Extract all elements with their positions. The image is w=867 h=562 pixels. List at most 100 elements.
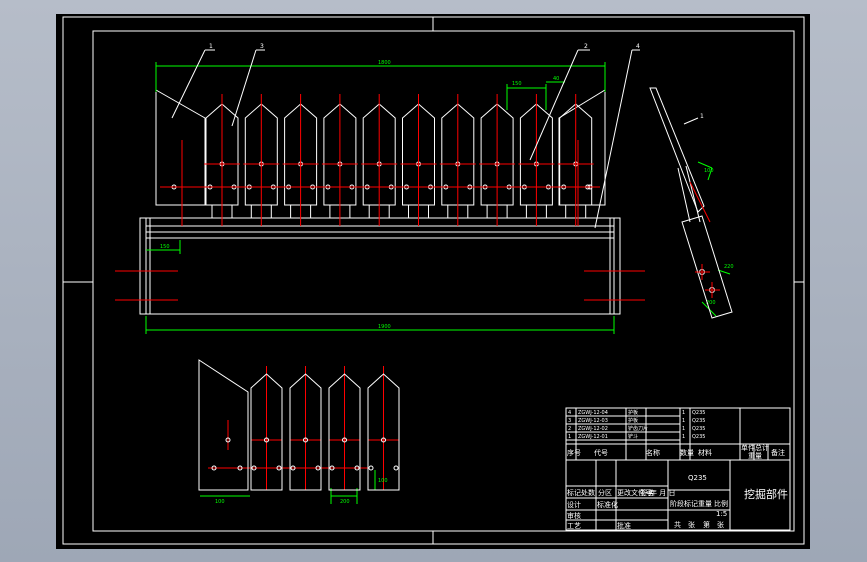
balloon-labels: 1 2 3 4 1 <box>209 43 704 120</box>
parts-row-code: ZGWJ-12-02 <box>578 426 608 432</box>
detail-bolt-hole <box>276 465 282 471</box>
parts-row-qty: 1 <box>682 418 685 424</box>
parts-row-no: 4 <box>568 410 571 416</box>
tooth <box>205 103 239 206</box>
drawing-frame <box>62 16 805 545</box>
header-unit-weight: 单件 <box>741 443 755 452</box>
balloon-2: 2 <box>584 43 588 50</box>
tooth <box>402 103 435 206</box>
sheet-index: 第 <box>703 520 710 529</box>
balloon-1: 1 <box>209 43 213 50</box>
teeth-row <box>171 103 593 219</box>
header-weight: 重量 <box>748 452 762 460</box>
parts-row-material: Q235 <box>692 418 705 424</box>
detail-bolt-hole <box>225 437 231 443</box>
title-block-frame <box>565 407 791 531</box>
side-mount-bracket <box>681 215 733 319</box>
sig-count: 处数 <box>581 488 595 497</box>
dimension-lines <box>145 62 731 504</box>
header-total-weight: 总计 <box>755 443 769 452</box>
sheet-index-unit: 张 <box>717 520 724 529</box>
approve-label: 批准 <box>617 521 631 530</box>
dimension-texts: 1800 150 40 150 1900 100 220 200 100 200… <box>160 60 734 505</box>
outer-frame <box>62 16 805 545</box>
detail-guard-plate <box>198 359 249 491</box>
balloon-4: 4 <box>636 43 640 50</box>
parts-row-no: 2 <box>568 426 571 432</box>
sig-zone: 分区 <box>598 488 612 497</box>
dim-plate-top-text: 40 <box>553 76 559 82</box>
dim-detail-left-text: 100 <box>215 499 225 505</box>
parts-row-name: 铲齿刀片 <box>628 425 648 432</box>
material-mark: Q235 <box>688 474 707 482</box>
side-balloon: 1 <box>700 113 704 120</box>
detail-bolt-hole <box>342 437 347 443</box>
dim-side-3-text: 200 <box>706 300 716 306</box>
detail-tooth <box>328 373 361 491</box>
tooth <box>323 103 357 206</box>
tooth <box>559 103 593 206</box>
detail-bolt-hole <box>303 437 308 443</box>
guard-plate-right <box>558 89 606 206</box>
end-block-left <box>139 217 151 315</box>
scale-label: 比例 <box>714 499 728 508</box>
front-view <box>139 89 621 315</box>
detail-tooth <box>250 373 283 491</box>
sig-signature: 签名 <box>640 488 654 497</box>
detail-tooth <box>289 373 322 491</box>
tooth <box>519 103 553 206</box>
tooth <box>362 103 396 206</box>
scale-value: 1:5 <box>716 510 727 518</box>
detail-tooth <box>367 373 400 491</box>
dim-side-2 <box>717 269 731 275</box>
detail-bolt-hole <box>354 465 360 471</box>
centerlines <box>115 94 645 490</box>
sheet-total: 共 <box>674 520 681 529</box>
drawing-title: 挖掘部件 <box>744 487 788 501</box>
tooth <box>441 103 475 206</box>
detail-teeth-row <box>211 373 400 491</box>
role-design: 设计 <box>567 500 581 509</box>
parts-row-qty: 1 <box>682 434 685 440</box>
dim-overall-bottom-text: 1900 <box>378 324 391 330</box>
parts-row-qty: 1 <box>682 410 685 416</box>
parts-row-material: Q235 <box>692 434 705 440</box>
detail-view <box>198 359 400 491</box>
detail-bolt-hole <box>368 465 374 471</box>
sig-mark: 标记 <box>567 488 581 497</box>
parts-row-code: ZGWJ-12-03 <box>578 418 608 424</box>
parts-row-material: Q235 <box>692 426 705 432</box>
dim-left-offset-text: 150 <box>160 244 170 250</box>
parts-row-no: 1 <box>568 434 571 440</box>
weight-label: 重量 <box>698 500 712 508</box>
header-name: 名称 <box>646 448 660 457</box>
parts-row-code: ZGWJ-12-04 <box>578 410 608 416</box>
dim-side-2-text: 220 <box>724 264 734 270</box>
dim-side-1-text: 100 <box>704 168 714 174</box>
dim-pitch-text: 150 <box>512 81 522 87</box>
side-view-centerlines <box>689 181 720 298</box>
parts-row-code: ZGWJ-12-01 <box>578 434 608 440</box>
role-process: 工艺 <box>567 522 581 530</box>
dim-side-1 <box>697 161 713 169</box>
inner-frame <box>92 30 795 532</box>
tooth <box>244 103 278 206</box>
stage-mark-label: 阶段标记 <box>670 499 698 508</box>
side-view <box>649 87 733 319</box>
dim-detail-pitch-text: 200 <box>340 499 350 505</box>
side-tooth <box>649 87 705 213</box>
end-block-right <box>609 217 621 315</box>
parts-row-name: 铲斗 <box>628 433 638 440</box>
detail-bolt-hole <box>329 465 335 471</box>
parts-row-qty: 1 <box>682 426 685 432</box>
detail-bolt-hole <box>381 437 386 443</box>
role-review: 审核 <box>567 511 581 520</box>
tooth <box>284 103 318 206</box>
detail-bolt-hole <box>237 465 243 471</box>
tooth <box>480 103 514 206</box>
header-no: 序号 <box>567 448 581 457</box>
leaders <box>171 49 699 229</box>
detail-bolt-hole <box>393 465 399 471</box>
